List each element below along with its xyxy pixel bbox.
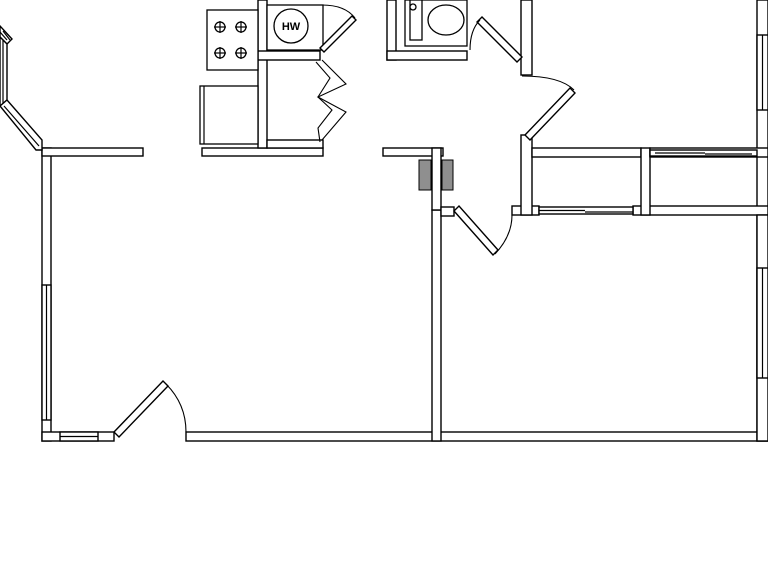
bedroom-walls — [511, 205, 768, 442]
bathroom-door[interactable] — [469, 16, 523, 63]
hall-closets — [520, 134, 768, 216]
column-left — [418, 159, 432, 191]
pantry-closet — [266, 139, 324, 149]
water-heater-door[interactable] — [319, 4, 357, 53]
water-heater-label: HW — [282, 21, 301, 33]
west-window — [41, 284, 52, 421]
water-heater: HW — [273, 8, 309, 44]
linen-closet-door[interactable] — [649, 149, 758, 157]
central-wall — [431, 147, 442, 442]
exterior-walls — [41, 0, 768, 442]
refrigerator — [199, 85, 259, 145]
east-window-upper — [756, 34, 768, 111]
bedroom-closet[interactable] — [538, 206, 634, 215]
bay-window — [0, 24, 43, 151]
stove — [206, 9, 259, 71]
south-window — [59, 431, 99, 442]
bedroom-door[interactable] — [440, 204, 513, 257]
bathroom-lower-door[interactable] — [521, 75, 576, 142]
east-window-lower — [756, 267, 768, 379]
toilet — [404, 0, 468, 47]
column-right — [441, 159, 454, 191]
front-door[interactable] — [113, 380, 187, 438]
bathroom-walls — [386, 0, 533, 76]
pantry-door[interactable] — [315, 59, 347, 143]
